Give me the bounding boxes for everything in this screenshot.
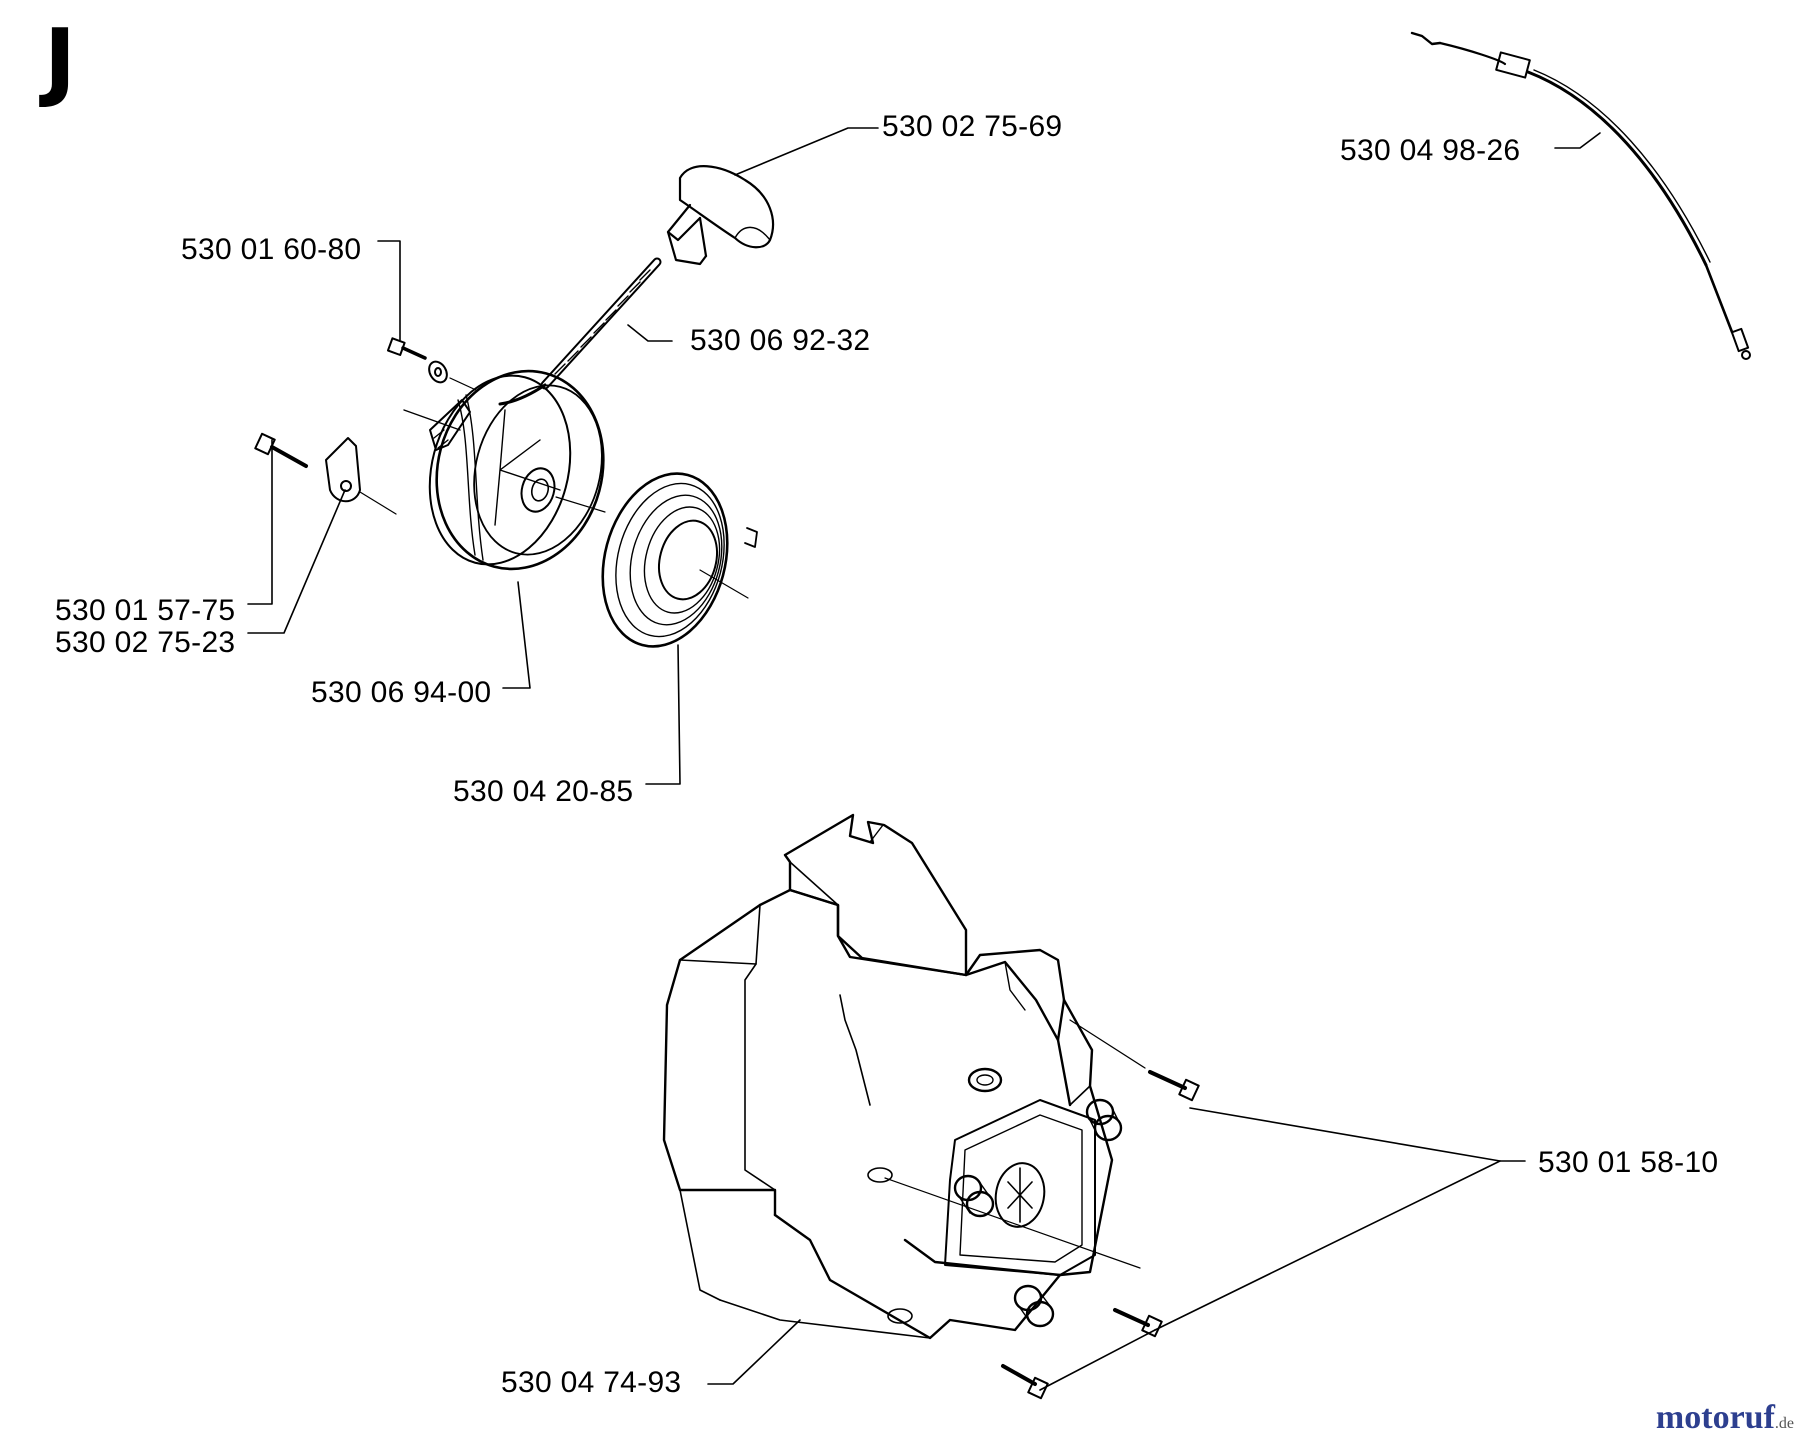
part-label-cable: 530 04 98-26: [1340, 134, 1521, 167]
part-label-pulley: 530 06 94-00: [311, 676, 492, 709]
recoil-spring-icon: [601, 472, 758, 648]
screw-small-icon: [386, 337, 477, 391]
part-label-screw-small: 530 01 60-80: [181, 233, 362, 266]
part-label-spring: 530 04 20-85: [453, 775, 634, 808]
part-label-housing-screws: 530 01 58-10: [1538, 1146, 1719, 1179]
watermark-name: motoruf: [1655, 1399, 1775, 1436]
part-label-housing: 530 04 74-93: [501, 1366, 682, 1399]
pawl-icon: [325, 437, 397, 515]
part-label-rope: 530 06 92-32: [690, 324, 871, 357]
pawl-screw-icon: [254, 432, 308, 468]
starter-handle-icon: [666, 165, 775, 266]
part-label-pawl: 530 02 75-23: [55, 626, 236, 659]
rope-pulley-icon: [403, 369, 606, 571]
watermark-logo: motoruf.de: [1656, 1401, 1794, 1435]
part-label-screw-pawl: 530 01 57-75: [55, 594, 236, 627]
watermark-tld: .de: [1774, 1415, 1794, 1432]
part-label-handle: 530 02 75-69: [882, 110, 1063, 143]
throttle-cable-icon: [1410, 31, 1751, 360]
leader-lines: [247, 127, 1601, 1391]
housing-screws-icon: [1001, 1070, 1200, 1400]
section-letter: J: [44, 11, 76, 111]
starter-housing-icon: [662, 813, 1146, 1340]
starter-rope-icon: [498, 257, 662, 406]
